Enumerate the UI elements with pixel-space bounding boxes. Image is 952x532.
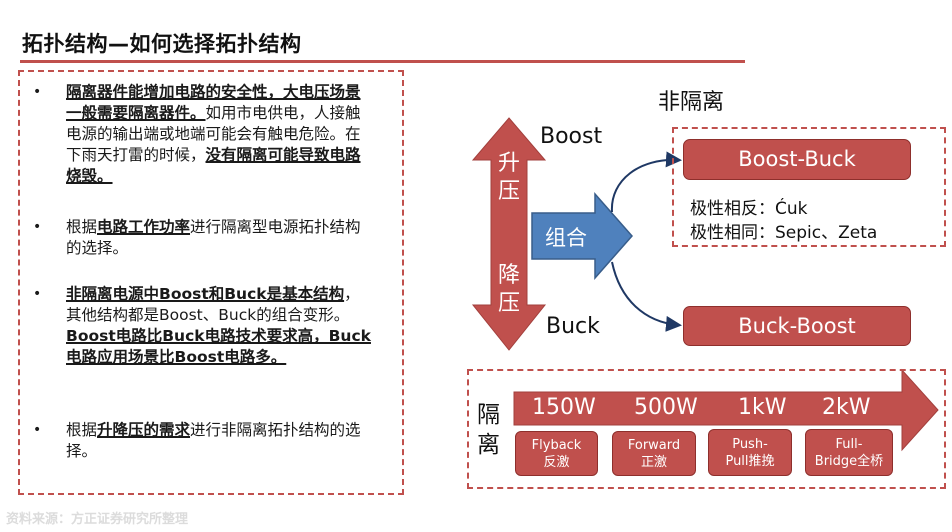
step-up-char-2: 压 <box>497 179 520 204</box>
power-2kw: 2kW <box>822 395 871 420</box>
bullet-text-segment: 根据 <box>66 421 98 439</box>
topology-flyback-cn: 反激 <box>543 454 570 470</box>
topology-forward-cn: 正激 <box>640 454 667 470</box>
bullet-text-segment: 根据 <box>66 218 98 236</box>
power-150w: 150W <box>532 395 596 420</box>
explanation-box <box>18 70 404 495</box>
bullet-text-segment: Boost电路比Buck电路技术要求高，Buck电路应用场景比Boost电路多。 <box>66 327 371 366</box>
topology-forward-en: Forward <box>627 437 681 453</box>
bullet-text-segment: 隔离器件能增加电路的安全性，大电压场景一般需要隔离器件。 <box>66 83 361 122</box>
topology-full-bridge-cn: Bridge全桥 <box>814 453 884 469</box>
step-down-label: 降 压 <box>494 262 524 318</box>
bullet-marker: • <box>33 422 42 438</box>
boost-buck-box: Boost-Buck <box>683 139 911 180</box>
bullet-marker: • <box>33 286 42 302</box>
source-note: 资料来源：方正证券研究所整理 <box>6 512 189 527</box>
bullet-text-segment: 进行隔离型电源拓扑结构的选择。 <box>66 218 361 257</box>
step-up-char-1: 升 <box>497 151 520 176</box>
bullet-updown-selection: • 根据升降压的需求进行非隔离拓扑结构的选择。 <box>33 420 373 462</box>
curve-arrow-to-buck-boost <box>611 261 682 332</box>
combine-label: 组合 <box>545 226 587 250</box>
bullet-power-selection: • 根据电路工作功率进行隔离型电源拓扑结构的选择。 <box>33 217 373 259</box>
topology-flyback-en: Flyback <box>531 437 582 453</box>
topology-push-pull-cn: Pull推挽 <box>725 453 775 469</box>
isolated-char-1: 隔 <box>477 402 500 428</box>
bullet-text-segment: 升降压的需求 <box>97 421 191 439</box>
topology-push-pull-en: Push- <box>732 436 768 452</box>
isolated-heading: 隔 离 <box>477 400 500 460</box>
power-500w: 500W <box>634 395 698 420</box>
up-down-double-arrow <box>471 117 547 351</box>
bullet-boost-buck-basics: • 非隔离电源中Boost和Buck是基本结构，其他结构都是Boost、Buck的… <box>33 284 373 368</box>
bullet-text-segment: 电路工作功率 <box>97 218 191 236</box>
isolated-char-2: 离 <box>477 432 500 458</box>
bullet-text-segment: 没有隔离可能导致电路烧毁。 <box>66 146 361 185</box>
page-title: 拓扑结构—如何选择拓扑结构 <box>22 32 302 56</box>
title-divider <box>20 60 745 63</box>
power-scale-arrow <box>513 368 939 452</box>
combine-arrow <box>531 192 633 280</box>
bullet-text-segment: 进行非隔离拓扑结构的选择。 <box>66 421 361 460</box>
polarity-reverse-text: 极性相反：Ćuk <box>690 199 808 219</box>
non-isolated-heading: 非隔离 <box>658 90 725 115</box>
power-1kw: 1kW <box>738 395 787 420</box>
buck-boost-box: Buck-Boost <box>683 306 911 346</box>
isolated-group <box>467 369 946 489</box>
bullet-text-segment: 如用市电供电，人接触电源的输出端或地端可能会有触电危险。在下雨天打雷的时候， <box>66 104 361 164</box>
step-down-char-1: 降 <box>497 263 520 288</box>
boost-buck-group <box>672 127 946 247</box>
bullet-text-segment: 非隔离电源中Boost和Buck是基本结构 <box>66 285 345 303</box>
polarity-same-text: 极性相同：Sepic、Zeta <box>690 223 878 243</box>
topology-push-pull: Push-Pull推挽 <box>708 429 792 476</box>
step-down-char-2: 压 <box>497 291 520 316</box>
topology-full-bridge: Full-Bridge全桥 <box>805 429 893 476</box>
topology-full-bridge-en: Full- <box>835 436 863 452</box>
buck-label: Buck <box>546 314 600 339</box>
bullet-marker: • <box>33 84 42 100</box>
boost-label: Boost <box>540 124 603 149</box>
bullet-isolation-safety: • 隔离器件能增加电路的安全性，大电压场景一般需要隔离器件。如用市电供电，人接触电… <box>33 82 373 187</box>
step-up-label: 升 压 <box>494 150 524 206</box>
bullet-marker: • <box>33 219 42 235</box>
curve-arrow-to-boost-buck <box>610 151 682 213</box>
bullet-text-segment: ，其他结构都是Boost、Buck的组合变形。 <box>66 285 360 324</box>
